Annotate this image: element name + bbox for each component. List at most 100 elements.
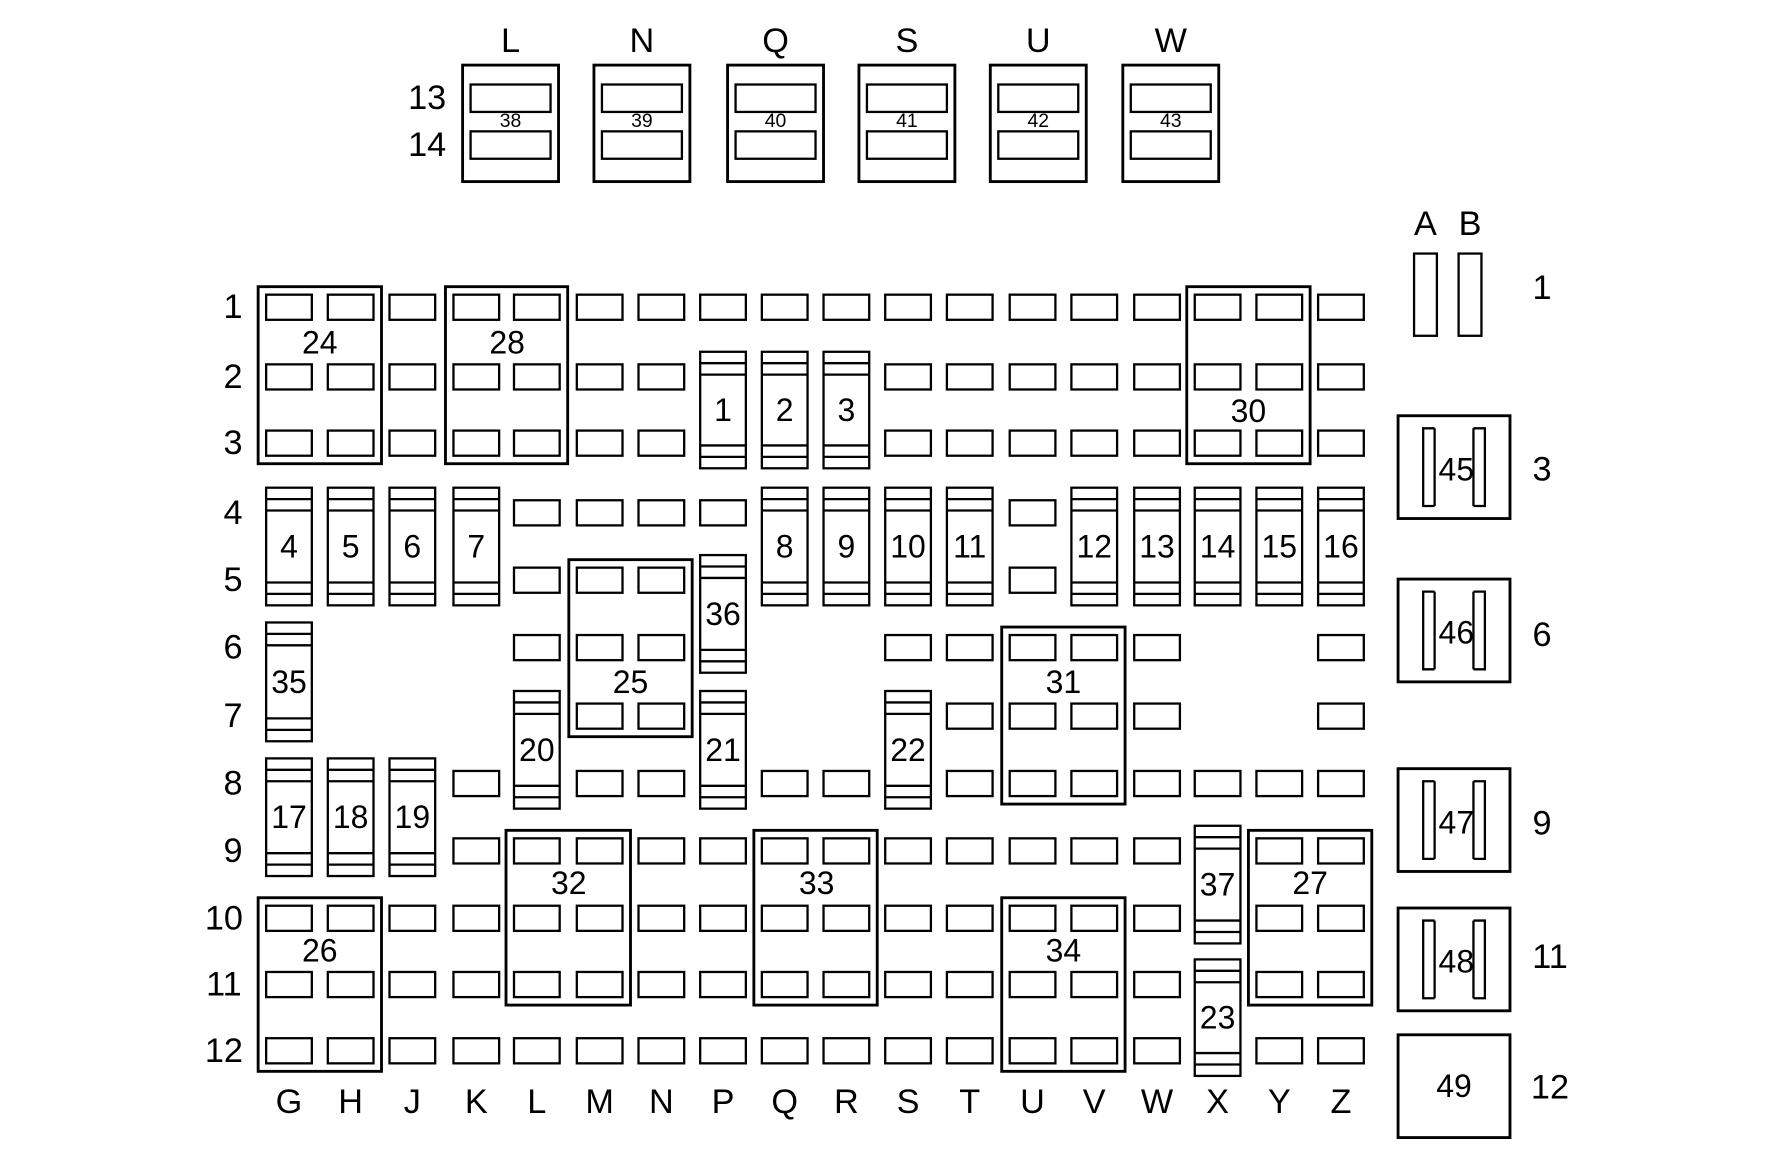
- top-column-label: Q: [762, 22, 789, 60]
- maxi-fuse: [512, 689, 561, 810]
- relay-block-number: 26: [302, 932, 338, 968]
- fuse-slot: [388, 293, 437, 321]
- top-relay-terminal: [865, 130, 949, 160]
- maxi-fuse-number: 19: [395, 799, 431, 835]
- fuse-slot: [945, 1037, 994, 1065]
- fuse-slot: [1008, 769, 1057, 798]
- maxi-fuse-number: 9: [837, 529, 855, 565]
- fuse-slot: [326, 363, 375, 391]
- fuse-slot: [1316, 429, 1365, 457]
- relay-block-number: 31: [1046, 664, 1082, 700]
- fuse-slot: [1316, 904, 1365, 932]
- maxi-fuse: [388, 757, 437, 878]
- top-relay-terminal: [600, 83, 684, 114]
- fuse-slot: [575, 293, 624, 321]
- maxi-fuse-number: 35: [271, 664, 307, 700]
- fuse-slot: [945, 970, 994, 999]
- relay-block-number: 33: [799, 865, 835, 901]
- side-row-label: 11: [1532, 938, 1568, 976]
- fuse-slot: [637, 904, 686, 932]
- maxi-fuse: [699, 689, 748, 810]
- top-relay-terminal: [469, 130, 552, 160]
- fuse-slot: [512, 566, 561, 594]
- grid-column-label: P: [712, 1083, 735, 1121]
- fuse-slot: [1255, 429, 1304, 457]
- fuse-slot: [264, 970, 313, 999]
- fuse-slot: [575, 1037, 624, 1065]
- fuse-slot: [945, 904, 994, 932]
- fuse-slot: [884, 293, 933, 321]
- side-relay-terminal: [1422, 919, 1436, 1000]
- fuse-slot: [1070, 293, 1119, 321]
- fuse-slot: [1008, 970, 1057, 999]
- fuse-slot: [760, 904, 809, 932]
- fuse-slot: [1008, 702, 1057, 730]
- maxi-fuse: [699, 350, 748, 470]
- fuse-slot: [264, 904, 313, 932]
- grid-column-label: G: [276, 1083, 303, 1121]
- fuse-slot: [884, 1037, 933, 1065]
- maxi-fuse-number: 7: [467, 529, 485, 565]
- fuse-slot: [1070, 702, 1119, 730]
- fuse-slot: [1133, 429, 1182, 457]
- top-relay-terminal: [469, 83, 552, 114]
- fuse-slot: [945, 702, 994, 730]
- fuse-slot: [760, 837, 809, 865]
- grid-row-label: 2: [223, 358, 242, 396]
- grid-column-label: Y: [1268, 1083, 1291, 1121]
- fuse-slot: [1316, 293, 1365, 321]
- side-fuse-b: [1457, 252, 1483, 337]
- side-relay-number: 47: [1439, 804, 1475, 840]
- maxi-fuse-number: 16: [1323, 529, 1359, 565]
- fuse-slot: [699, 970, 748, 999]
- fuse-slot: [760, 769, 809, 798]
- top-relay-terminal: [734, 130, 817, 160]
- grid-row-label: 11: [206, 966, 242, 1004]
- grid-column-label: H: [338, 1083, 363, 1121]
- fuse-slot: [945, 769, 994, 798]
- fuse-slot: [637, 837, 686, 865]
- fuse-slot: [884, 837, 933, 865]
- fuse-slot: [326, 970, 375, 999]
- fuse-slot: [637, 293, 686, 321]
- top-relay-terminal: [600, 130, 684, 160]
- fuse-slot: [1316, 633, 1365, 662]
- fuse-slot: [1193, 429, 1242, 457]
- side-relay-outline: [1396, 577, 1512, 684]
- relay-block-number: 34: [1046, 932, 1082, 968]
- top-relay-terminal: [865, 83, 949, 114]
- maxi-fuse: [264, 621, 313, 743]
- maxi-fuse: [822, 486, 871, 607]
- side-relay-number: 48: [1439, 944, 1475, 980]
- maxi-fuse-number: 10: [890, 529, 926, 565]
- fuse-slot: [637, 702, 686, 730]
- fuse-slot: [1133, 363, 1182, 391]
- top-relay-terminal: [997, 83, 1080, 114]
- maxi-fuse-number: 13: [1139, 529, 1175, 565]
- maxi-fuse: [1255, 486, 1304, 607]
- fuse-slot: [884, 970, 933, 999]
- fuse-slot: [1255, 837, 1304, 865]
- fuse-slot: [264, 429, 313, 457]
- fuse-slot: [760, 1037, 809, 1065]
- fuse-slot: [1008, 363, 1057, 391]
- grid-row-label: 3: [223, 424, 242, 462]
- top-relay-terminal: [734, 83, 817, 114]
- fuse-slot: [1193, 293, 1242, 321]
- fuse-slot: [637, 769, 686, 798]
- fuse-slot: [699, 904, 748, 932]
- fuse-slot: [637, 970, 686, 999]
- maxi-fuse-number: 2: [776, 392, 794, 428]
- top-relay-number: 42: [1027, 110, 1049, 132]
- fuse-slot: [512, 499, 561, 527]
- fuse-slot: [1133, 1037, 1182, 1065]
- maxi-fuse: [760, 486, 809, 607]
- fuse-slot: [1008, 293, 1057, 321]
- maxi-fuse-number: 18: [333, 799, 369, 835]
- grid-column-label: J: [404, 1083, 421, 1121]
- fuse-slot: [637, 363, 686, 391]
- top-row-label: 13: [408, 79, 446, 117]
- fuse-slot: [575, 837, 624, 865]
